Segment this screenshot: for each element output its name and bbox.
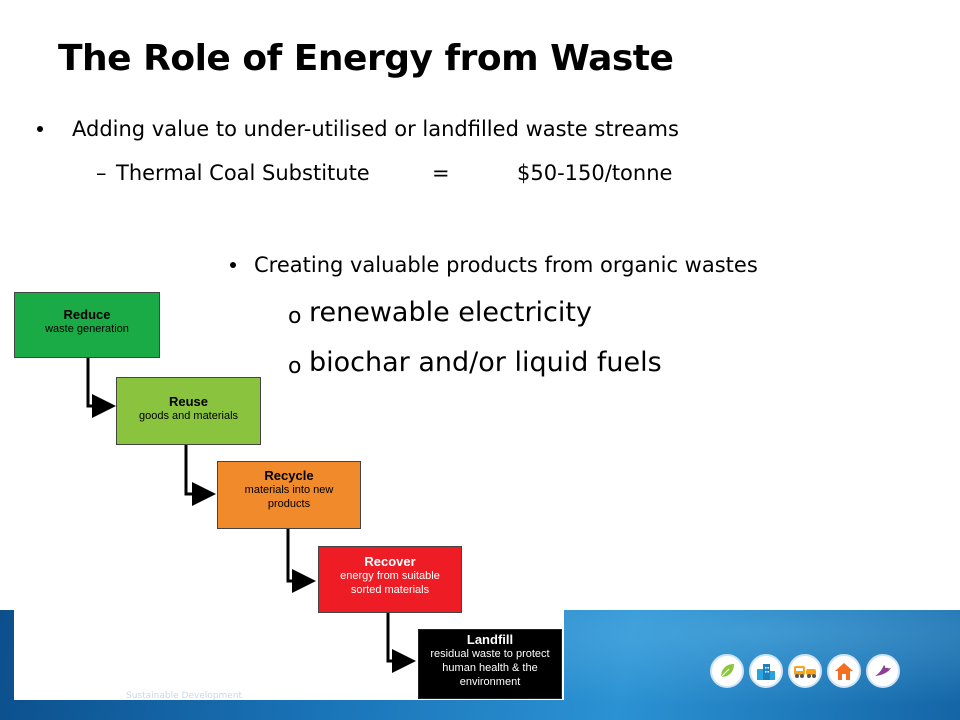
connector-arrow <box>184 445 216 506</box>
bullet-dot <box>37 126 43 132</box>
hierarchy-box-recover: Recover energy from suitable sorted mate… <box>318 546 462 613</box>
hierarchy-title: Reuse <box>168 394 209 409</box>
city-icon <box>749 654 783 688</box>
slide-title: The Role of Energy from Waste <box>58 38 674 79</box>
list-marker: o <box>288 354 302 379</box>
list-marker: o <box>288 304 302 329</box>
hierarchy-desc: materials into new products <box>244 484 334 510</box>
hierarchy-box-reuse: Reuse goods and materials <box>116 377 261 445</box>
hierarchy-title: Landfill <box>466 632 514 647</box>
sub-item-value: $50-150/tonne <box>517 161 673 185</box>
connector-arrow <box>286 528 316 593</box>
hierarchy-title: Recover <box>364 554 416 569</box>
hierarchy-desc: residual waste to protect human health &… <box>430 648 550 688</box>
bullet-value-adding: Adding value to under-utilised or landfi… <box>72 117 679 141</box>
hierarchy-title: Recycle <box>264 468 314 483</box>
hierarchy-box-reduce: Reduce waste generation <box>14 292 160 358</box>
bird-icon <box>866 654 900 688</box>
sub-item-label: Thermal Coal Substitute <box>116 161 370 185</box>
leaf-icon <box>710 654 744 688</box>
hierarchy-box-landfill: Landfill residual waste to protect human… <box>418 629 562 699</box>
hierarchy-box-recycle: Recycle materials into new products <box>217 461 361 529</box>
product-item-biochar: biochar and/or liquid fuels <box>309 347 662 378</box>
house-icon <box>827 654 861 688</box>
sub-dash: – <box>96 161 107 185</box>
bullet-dot <box>230 262 236 268</box>
product-item-electricity: renewable electricity <box>309 297 592 328</box>
hierarchy-desc: energy from suitable sorted materials <box>340 570 440 596</box>
bus-car-icon <box>788 654 822 688</box>
footer-caption: Sustainable Development <box>126 691 243 701</box>
bullet-valuable-products: Creating valuable products from organic … <box>254 253 758 277</box>
hierarchy-title: Reduce <box>63 307 111 322</box>
connector-arrow <box>86 358 116 418</box>
sub-item-equals: = <box>432 161 450 185</box>
hierarchy-desc: waste generation <box>45 323 129 336</box>
connector-arrow <box>386 612 416 673</box>
hierarchy-connectors <box>86 358 416 673</box>
hierarchy-desc: goods and materials <box>138 410 239 423</box>
